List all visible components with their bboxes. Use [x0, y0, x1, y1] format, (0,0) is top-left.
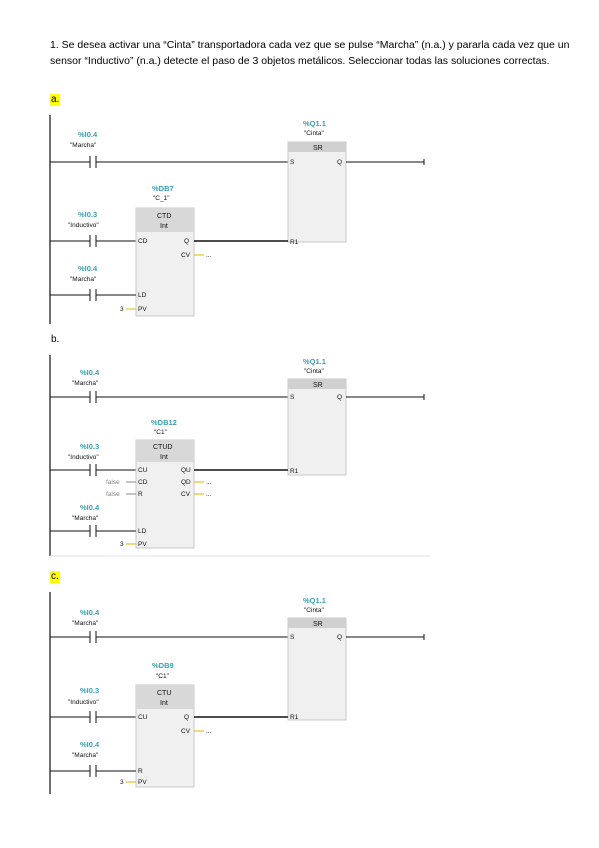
option-b-label[interactable]: b. — [51, 334, 60, 345]
contact-inductivo[interactable] — [89, 464, 97, 476]
counter-pin-cv: CV — [181, 252, 191, 259]
counter-type: CTD — [157, 213, 171, 220]
contact-marcha[interactable] — [89, 391, 97, 403]
counter-pin-cd: CD — [138, 479, 148, 486]
contact-inductivo-tag: "Inductivo" — [68, 222, 99, 229]
counter-pin-pv: PV — [138, 541, 147, 548]
contact-marcha-tag: "Marcha" — [72, 380, 99, 387]
contact-inductivo-tag: "Inductivo" — [68, 454, 99, 461]
ladder-diagram-b: %I0.4 "Marcha" %Q1.1 "Cinta" SR S Q R1 %… — [0, 350, 599, 565]
sr-title: SR — [313, 382, 323, 389]
counter-pin-qu: QU — [181, 467, 191, 474]
contact-marcha[interactable] — [89, 631, 97, 643]
counter-type: CTUD — [153, 444, 172, 451]
counter-pin-r: R — [138, 768, 143, 775]
sr-block[interactable] — [287, 378, 347, 476]
counter-pin-qd: QD — [181, 479, 191, 486]
counter-pv-value: 3 — [120, 306, 124, 313]
sr-tag: "Cinta" — [304, 368, 324, 375]
contact-marcha-tag: "Marcha" — [72, 620, 99, 627]
contact-marcha2-address: %I0.4 — [80, 503, 100, 512]
contact-marcha-address: %I0.4 — [78, 130, 98, 139]
counter-pin-ld: LD — [138, 528, 147, 535]
sr-pin-r1: R1 — [290, 239, 299, 246]
counter-pv-value: 3 — [120, 779, 124, 786]
counter-pin-cv: CV — [181, 491, 191, 498]
ladder-diagram-c: %I0.4 "Marcha" %Q1.1 "Cinta" SR S Q R1 %… — [0, 588, 599, 805]
counter-db: %DB7 — [152, 184, 174, 193]
contact-marcha-2[interactable] — [89, 289, 97, 301]
sr-pin-s: S — [290, 394, 295, 401]
sr-title: SR — [313, 145, 323, 152]
contact-inductivo-address: %I0.3 — [80, 442, 99, 451]
counter-tag: "C_1" — [153, 195, 170, 202]
counter-pv-value: 3 — [120, 541, 124, 548]
option-c-label[interactable]: c. — [50, 571, 60, 583]
contact-inductivo-address: %I0.3 — [80, 686, 99, 695]
counter-r-side-value: false — [106, 491, 120, 498]
counter-pin-r: R — [138, 491, 143, 498]
contact-marcha-address: %I0.4 — [80, 608, 100, 617]
contact-marcha2-tag: "Marcha" — [72, 752, 99, 759]
counter-ctd-block[interactable] — [135, 207, 195, 317]
counter-pin-q: Q — [184, 238, 189, 245]
sr-pin-q: Q — [337, 159, 342, 166]
counter-tag: "C1" — [154, 429, 168, 436]
contact-marcha-tag: "Marcha" — [70, 142, 97, 149]
sr-tag: "Cinta" — [304, 607, 324, 614]
sr-address: %Q1.1 — [303, 596, 326, 605]
counter-pin-cd: CD — [138, 238, 148, 245]
counter-ctu-block[interactable] — [135, 684, 195, 788]
contact-marcha2-tag: "Marcha" — [70, 276, 97, 283]
counter-datatype: Int — [160, 454, 168, 461]
counter-pin-cu: CU — [138, 467, 148, 474]
sr-address: %Q1.1 — [303, 357, 326, 366]
counter-cv-value: ... — [206, 728, 212, 735]
counter-datatype: Int — [160, 700, 168, 707]
sr-block[interactable] — [287, 141, 347, 243]
counter-pin-cv: CV — [181, 728, 191, 735]
sr-pin-r1: R1 — [290, 714, 299, 721]
counter-db: %DB9 — [152, 661, 174, 670]
sr-pin-q: Q — [337, 394, 342, 401]
contact-marcha2-tag: "Marcha" — [72, 515, 99, 522]
counter-pin-ld: LD — [138, 292, 147, 299]
contact-marcha2-address: %I0.4 — [78, 264, 98, 273]
contact-inductivo-address: %I0.3 — [78, 210, 97, 219]
contact-marcha-address: %I0.4 — [80, 368, 100, 377]
contact-inductivo[interactable] — [89, 711, 97, 723]
counter-pin-pv: PV — [138, 779, 147, 786]
sr-tag: "Cinta" — [304, 130, 324, 137]
sr-pin-r1: R1 — [290, 468, 299, 475]
sr-pin-s: S — [290, 159, 295, 166]
contact-marcha-2[interactable] — [89, 525, 97, 537]
counter-tag: "C1" — [156, 673, 170, 680]
counter-datatype: Int — [160, 223, 168, 230]
counter-cd-side-value: false — [106, 479, 120, 486]
contact-inductivo-tag: "Inductivo" — [68, 699, 99, 706]
sr-pin-s: S — [290, 634, 295, 641]
counter-ctud-block[interactable] — [135, 439, 195, 549]
sr-block[interactable] — [287, 617, 347, 721]
counter-pin-pv: PV — [138, 306, 147, 313]
contact-marcha[interactable] — [89, 156, 97, 168]
sr-pin-q: Q — [337, 634, 342, 641]
question-text: 1. Se desea activar una “Cinta” transpor… — [50, 39, 570, 67]
counter-type: CTU — [157, 690, 171, 697]
contact-inductivo[interactable] — [89, 235, 97, 247]
contact-marcha-2[interactable] — [89, 765, 97, 777]
counter-db: %DB12 — [151, 418, 177, 427]
contact-marcha2-address: %I0.4 — [80, 740, 100, 749]
ladder-diagram-a: %I0.4 "Marcha" %Q1.1 "Cinta" SR S Q R1 %… — [0, 110, 599, 335]
counter-cv-value: ... — [206, 252, 212, 259]
counter-pin-q: Q — [184, 714, 189, 721]
counter-cv-value: ... — [206, 491, 212, 498]
sr-address: %Q1.1 — [303, 119, 326, 128]
counter-qd-value: ... — [206, 479, 212, 486]
sr-title: SR — [313, 621, 323, 628]
option-a-label[interactable]: a. — [50, 94, 61, 106]
counter-pin-cu: CU — [138, 714, 148, 721]
